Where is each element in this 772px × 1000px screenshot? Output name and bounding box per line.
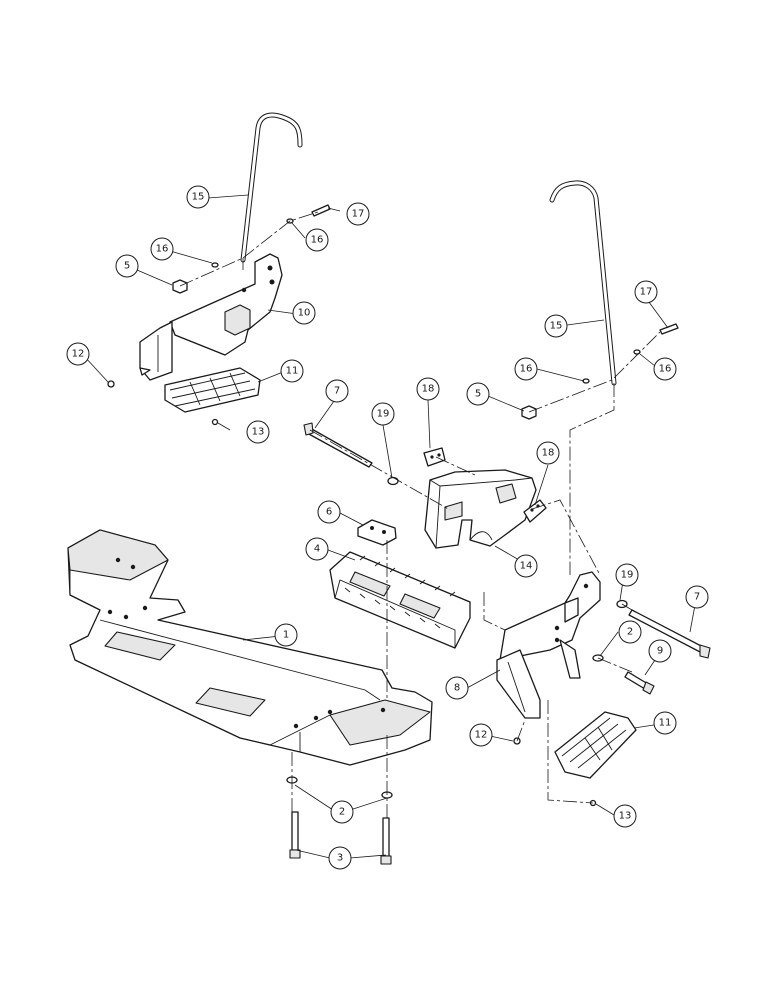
part-8-right-bracket <box>496 571 601 719</box>
callout-5a: 5 <box>115 254 139 278</box>
callout-12a: 12 <box>66 342 90 366</box>
callout-11a: 11 <box>280 359 304 383</box>
part-15-right-handrail <box>549 180 617 386</box>
callout-6: 6 <box>317 500 341 524</box>
callout-9: 9 <box>648 639 672 663</box>
assembly-phantom-lines <box>179 211 661 818</box>
callout-19a: 19 <box>371 402 395 426</box>
part-11-right-step-tread <box>554 711 637 779</box>
callout-7b: 7 <box>685 585 709 609</box>
callout-label: 12 <box>72 349 85 360</box>
callout-label: 19 <box>621 570 634 581</box>
part-14-counterweight-bracket <box>424 469 537 549</box>
part-3-right-bolt <box>380 817 392 865</box>
callout-2a: 2 <box>330 800 354 824</box>
callout-label: 2 <box>627 627 633 638</box>
callout-label: 18 <box>542 448 555 459</box>
callout-label: 16 <box>156 244 169 255</box>
callout-label: 16 <box>311 235 324 246</box>
callout-label: 10 <box>298 308 311 319</box>
callout-16d: 16 <box>653 357 677 381</box>
part-4-step-frame <box>329 551 471 649</box>
callout-17a: 17 <box>346 202 370 226</box>
part-17-bolts <box>311 204 679 335</box>
callout-label: 9 <box>657 646 663 657</box>
callout-10: 10 <box>292 301 316 325</box>
callout-label: 13 <box>252 427 265 438</box>
callout-11b: 11 <box>653 711 677 735</box>
callout-1: 1 <box>274 623 298 647</box>
callout-label: 3 <box>337 853 343 864</box>
callout-2b: 2 <box>618 620 642 644</box>
callout-label: 15 <box>550 321 563 332</box>
callout-label: 14 <box>520 561 533 572</box>
callout-7a: 7 <box>325 379 349 403</box>
callout-label: 7 <box>694 592 700 603</box>
part-1-base-platform <box>67 529 433 766</box>
callout-16c: 16 <box>514 357 538 381</box>
callout-label: 17 <box>640 287 653 298</box>
part-7-left-long-bolt <box>303 422 373 468</box>
callout-label: 16 <box>659 364 672 375</box>
callout-14: 14 <box>514 554 538 578</box>
callout-18b: 18 <box>536 441 560 465</box>
callout-16b: 16 <box>305 228 329 252</box>
callout-label: 8 <box>454 683 460 694</box>
callout-label: 2 <box>339 807 345 818</box>
callout-label: 11 <box>286 366 299 377</box>
callout-label: 17 <box>352 209 365 220</box>
callout-label: 6 <box>326 507 332 518</box>
callout-label: 19 <box>377 409 390 420</box>
callout-15a: 15 <box>186 185 210 209</box>
callout-label: 13 <box>619 811 632 822</box>
callout-label: 5 <box>475 389 481 400</box>
callout-label: 12 <box>475 730 488 741</box>
callout-17b: 17 <box>634 280 658 304</box>
part-9-bolt <box>624 671 655 695</box>
part-7-right-long-bolt <box>628 609 711 659</box>
callout-label: 4 <box>314 544 320 555</box>
callout-label: 1 <box>283 630 289 641</box>
callout-leader-lines <box>83 194 696 859</box>
callout-15b: 15 <box>544 314 568 338</box>
callout-label: 5 <box>124 261 130 272</box>
callout-5b: 5 <box>466 382 490 406</box>
part-11-left-step-tread <box>164 367 261 413</box>
part-15-left-handrail <box>240 112 303 263</box>
callout-19b: 19 <box>615 563 639 587</box>
callout-13b: 13 <box>613 804 637 828</box>
callout-label: 7 <box>334 386 340 397</box>
part-18-plates <box>423 447 547 523</box>
callout-8: 8 <box>445 676 469 700</box>
callout-label: 16 <box>520 364 533 375</box>
callout-4: 4 <box>305 537 329 561</box>
part-6-clip <box>357 519 397 546</box>
part-3-left-bolt <box>289 811 301 859</box>
part-10-left-bracket <box>139 253 283 381</box>
callout-18a: 18 <box>416 377 440 401</box>
callout-13a: 13 <box>246 420 270 444</box>
part-16-washers <box>211 218 641 384</box>
callout-16a: 16 <box>150 237 174 261</box>
callout-label: 18 <box>422 384 435 395</box>
callout-label: 11 <box>659 718 672 729</box>
callout-12b: 12 <box>469 723 493 747</box>
callout-3: 3 <box>328 846 352 870</box>
part-5-nuts <box>172 279 537 420</box>
callout-label: 15 <box>192 192 205 203</box>
